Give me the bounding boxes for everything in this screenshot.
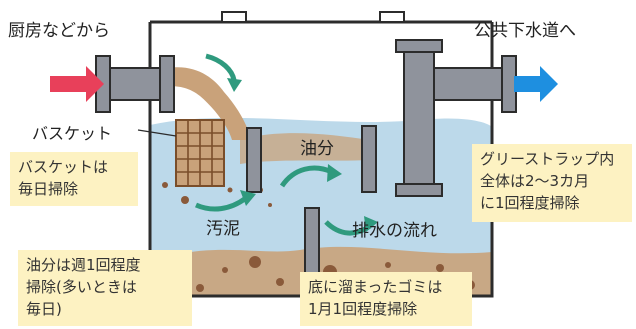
callout-line: バスケットは: [18, 158, 109, 176]
outlet-flange: [501, 55, 517, 113]
callout-line: 全体は2〜3カ月: [480, 172, 590, 190]
callout-line: グリーストラップ内: [480, 150, 615, 168]
basket-pointer: [137, 129, 177, 137]
outlet-riser: [403, 49, 435, 189]
inflow-label: 厨房などから: [8, 21, 110, 41]
trap-cleaning-callout: グリーストラップ内 全体は2〜3カ月 に1回程度掃除: [472, 144, 632, 222]
outlet-cap-top: [395, 39, 443, 53]
callout-line: に1回程度掃除: [480, 194, 580, 212]
callout-line: 毎日掃除: [18, 180, 79, 198]
inlet-flange-inner: [159, 55, 175, 113]
callout-line: 油分は週1回程度: [26, 256, 141, 274]
drain-flow-label: 排水の流れ: [352, 221, 437, 241]
basket-label: バスケット: [32, 124, 113, 143]
callout-line: 毎日): [26, 300, 62, 318]
lid-handle-right: [379, 11, 405, 23]
basket-daily-callout: バスケットは 毎日掃除: [10, 152, 138, 206]
sludge-label: 汚泥: [206, 219, 240, 239]
bottom-trash-callout: 底に溜まったゴミは 1月1回程度掃除: [300, 272, 472, 326]
callout-line: 底に溜まったゴミは: [308, 278, 443, 296]
outflow-arrow-icon: [514, 66, 558, 102]
inflow-stream: [168, 67, 250, 140]
lid-handle-left: [221, 11, 247, 23]
callout-line: 掃除(多いときは: [26, 278, 137, 296]
flow-arrow-heads: [227, 78, 378, 232]
outlet-cap-bottom: [395, 183, 443, 197]
inflow-arrow-icon: [50, 66, 104, 102]
basket-grid-icon: [175, 119, 225, 187]
oil-layer: [240, 133, 370, 164]
baffle-left: [246, 127, 262, 193]
outflow-label: 公共下水道へ: [474, 21, 576, 41]
oil-label: 油分: [300, 139, 334, 159]
oil-weekly-callout: 油分は週1回程度 掃除(多いときは 毎日): [18, 250, 192, 326]
baffle-right: [361, 125, 377, 193]
callout-line: 1月1回程度掃除: [308, 300, 418, 318]
